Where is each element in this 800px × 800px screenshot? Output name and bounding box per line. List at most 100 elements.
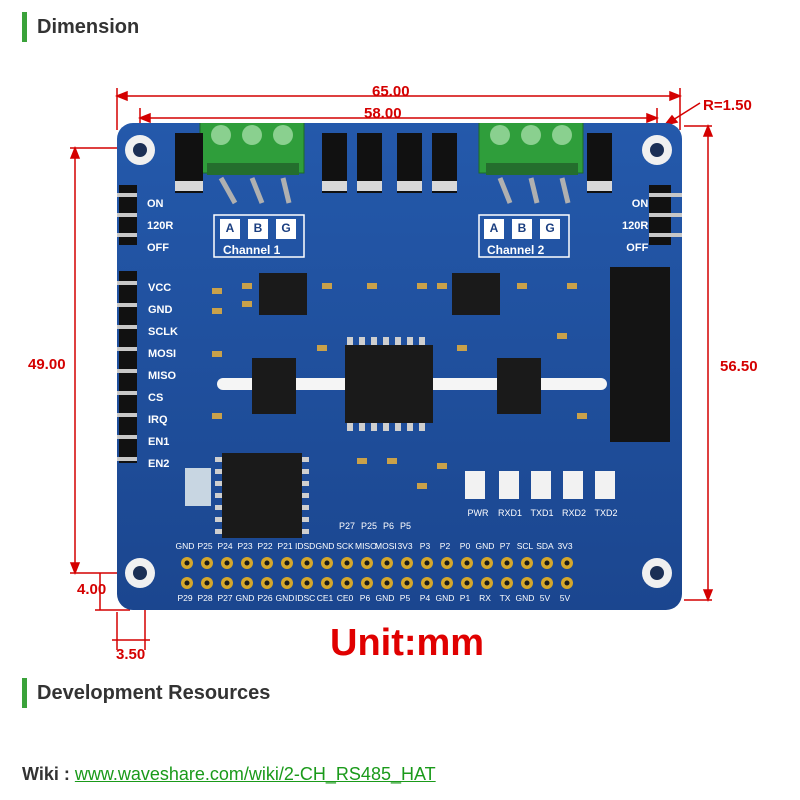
left-pin-header xyxy=(117,271,137,463)
ics xyxy=(185,267,670,538)
header-bottom-label-1: P28 xyxy=(197,593,213,603)
switch-left-on: ON xyxy=(147,198,164,210)
pin-miso: MISO xyxy=(148,370,177,382)
channel2-a: A xyxy=(489,221,499,235)
jumper-left xyxy=(117,185,137,245)
channel2-g: G xyxy=(545,221,555,235)
header-top-label-12: P3 xyxy=(419,541,431,551)
pin-vcc: VCC xyxy=(148,282,172,294)
header-bottom-label-18: 5V xyxy=(539,593,551,603)
header-top-label-18: SDA xyxy=(536,541,554,551)
dim-hole-span: 58.00 xyxy=(364,105,402,122)
label-p5: P5 xyxy=(400,521,412,531)
channel2-b: B xyxy=(517,221,527,235)
dimension-title: Dimension xyxy=(37,15,140,38)
jumper-right xyxy=(649,185,682,245)
label-p6: P6 xyxy=(383,521,395,531)
header-bottom-label-14: P1 xyxy=(459,593,471,603)
label-p27: P27 xyxy=(339,521,356,531)
header-top-label-14: P0 xyxy=(459,541,471,551)
gpio-header-holes xyxy=(181,557,573,589)
dim-edge-offset-x: 3.50 xyxy=(116,646,146,663)
pin-sclk: SCLK xyxy=(148,326,178,338)
channel1-silkscreen xyxy=(213,214,305,258)
channel2-silkscreen xyxy=(478,214,570,258)
rs485-hat-board xyxy=(117,123,682,610)
pin-irq: IRQ xyxy=(148,414,168,426)
header-top-label-13: P2 xyxy=(439,541,451,551)
switch-left-labels: ON 120R OFF xyxy=(147,193,173,259)
header-top-label-3: P23 xyxy=(237,541,253,551)
header-bottom-label-11: P5 xyxy=(399,593,411,603)
led-txd2: TXD2 xyxy=(594,508,618,518)
header-top-label-6: IDSD xyxy=(295,541,316,551)
header-top-label-2: P24 xyxy=(217,541,233,551)
header-bottom-label-2: P27 xyxy=(217,593,233,603)
pin-cs: CS xyxy=(148,392,164,404)
header-top-label-15: GND xyxy=(475,541,495,551)
channel1-b: B xyxy=(253,221,263,235)
passive-components xyxy=(212,283,587,489)
development-title: Development Resources xyxy=(37,681,271,704)
header-bottom-label-10: GND xyxy=(375,593,395,603)
unit-label: Unit:mm xyxy=(330,622,485,664)
header-top-label-9: MISO xyxy=(355,541,377,551)
header-bottom-label-12: P4 xyxy=(419,593,431,603)
dim-total-width: 65.00 xyxy=(372,83,410,100)
header-top-label-17: SCL xyxy=(516,541,534,551)
header-bottom-label-13: GND xyxy=(435,593,455,603)
header-top-label-1: P25 xyxy=(197,541,213,551)
channel1-name: Channel 1 xyxy=(223,243,281,257)
switch-left-off: OFF xyxy=(147,242,169,254)
switch-right-off: OFF xyxy=(626,242,649,254)
header-bottom-label-8: CE0 xyxy=(336,593,354,603)
header-top-label-7: GND xyxy=(315,541,335,551)
header-top-label-0: GND xyxy=(175,541,195,551)
label-p25: P25 xyxy=(361,521,378,531)
header-bottom-label-6: IDSC xyxy=(295,593,316,603)
terminal-block-channel2 xyxy=(478,123,584,204)
switch-right-120r: 120R xyxy=(622,220,649,232)
channel1-g: G xyxy=(281,221,291,235)
mounting-holes xyxy=(125,135,672,588)
development-section-header: Development Resources xyxy=(22,676,270,710)
led-pwr: PWR xyxy=(467,508,489,518)
channel1-a: A xyxy=(225,221,235,235)
wiki-link[interactable]: www.waveshare.com/wiki/2-CH_RS485_HAT xyxy=(74,764,436,784)
dimension-section-header: Dimension xyxy=(22,10,139,44)
header-bottom-label-7: CE1 xyxy=(316,593,334,603)
left-pin-labels: VCC GND SCLK MOSI MISO CS IRQ EN1 EN2 xyxy=(148,277,178,475)
header-top-label-5: P21 xyxy=(277,541,293,551)
switch-right-labels: ON 120R OFF xyxy=(622,193,648,259)
header-bottom-label-0: P29 xyxy=(177,593,193,603)
pin-gnd: GND xyxy=(148,304,173,316)
dim-hole-height: 49.00 xyxy=(28,356,66,373)
section-accent-bar xyxy=(22,678,27,708)
status-leds xyxy=(465,471,615,499)
header-top-label-10: MOSI xyxy=(375,541,397,551)
header-top-label-8: SCK xyxy=(336,541,354,551)
diode-caps xyxy=(175,181,612,191)
led-txd1: TXD1 xyxy=(530,508,554,518)
channel2-name: Channel 2 xyxy=(487,243,545,257)
header-bottom-label-5: GND xyxy=(275,593,295,603)
header-bottom-label-9: P6 xyxy=(359,593,371,603)
header-top-label-11: 3V3 xyxy=(397,541,413,551)
header-top-label-16: P7 xyxy=(499,541,511,551)
header-top-label-19: 3V3 xyxy=(557,541,573,551)
terminal-block-channel1 xyxy=(199,123,305,205)
header-bottom-label-16: TX xyxy=(499,593,511,603)
switch-left-120r: 120R xyxy=(147,220,174,232)
small-pin-labels: P27 P25 P6 P5 xyxy=(339,521,411,531)
header-bottom-label-19: 5V xyxy=(559,593,571,603)
led-rxd2: RXD2 xyxy=(561,508,586,518)
header-top-label-4: P22 xyxy=(257,541,273,551)
dim-radius: R=1.50 xyxy=(703,97,752,114)
pin-mosi: MOSI xyxy=(148,348,177,360)
header-bottom-label-15: RX xyxy=(479,593,491,603)
header-bottom-label-17: GND xyxy=(515,593,535,603)
